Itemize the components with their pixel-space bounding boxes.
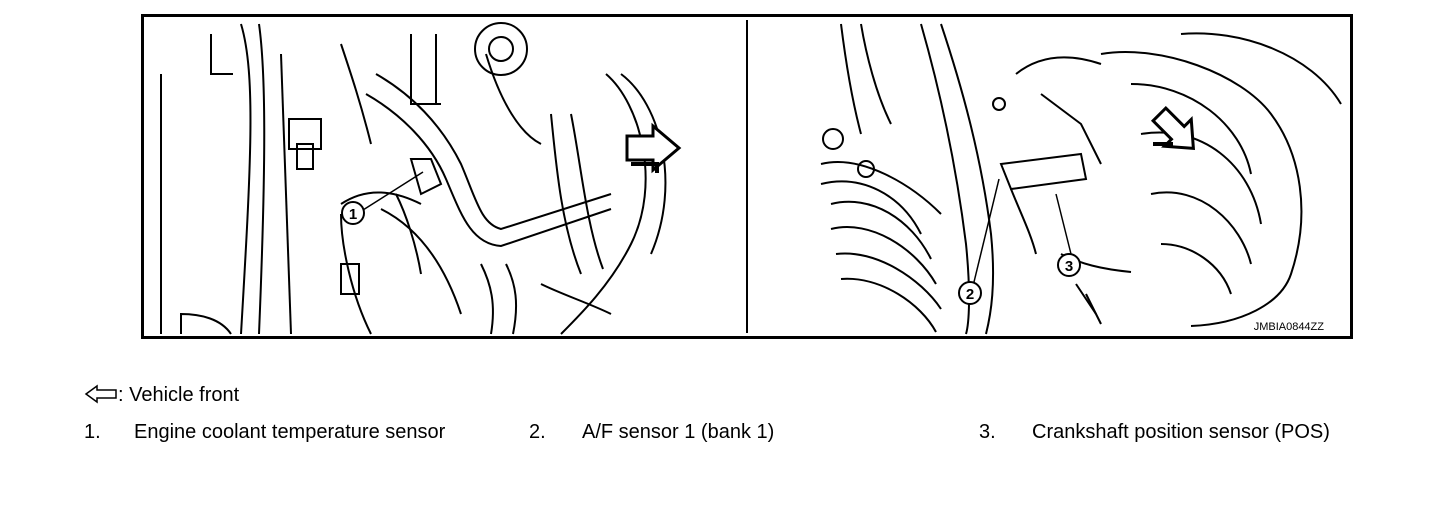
legend-item-2-label: A/F sensor 1 (bank 1) [582,421,775,443]
vehicle-front-label: : Vehicle front [118,384,240,406]
vehicle-front-arrow-right-panel [1150,105,1196,151]
callout-1-label: 1 [349,206,357,223]
legend-item-3-label: Crankshaft position sensor (POS) [1032,421,1330,443]
figure-code: JMBIA0844ZZ [1254,321,1325,333]
callout-2-label: 2 [966,286,974,303]
legend-item-2-number: 2. [529,421,546,443]
legend-item-1-label: Engine coolant temperature sensor [134,421,446,443]
right-panel-drawing [820,23,1342,335]
callout-1 [341,201,365,225]
callout-3 [1057,253,1081,277]
callout-2 [958,281,982,305]
left-panel-drawing [160,22,667,335]
legend-item-1-number: 1. [84,421,101,443]
legend-item-3-number: 3. [979,421,996,443]
vehicle-front-legend: : Vehicle front [84,383,239,407]
engine-sensor-figure: 1 2 3 JMBIA0844ZZ [141,14,1353,339]
vehicle-front-arrow-left-panel [625,122,682,174]
hollow-arrow-left-icon [84,384,117,404]
callout-3-label: 3 [1065,258,1073,275]
